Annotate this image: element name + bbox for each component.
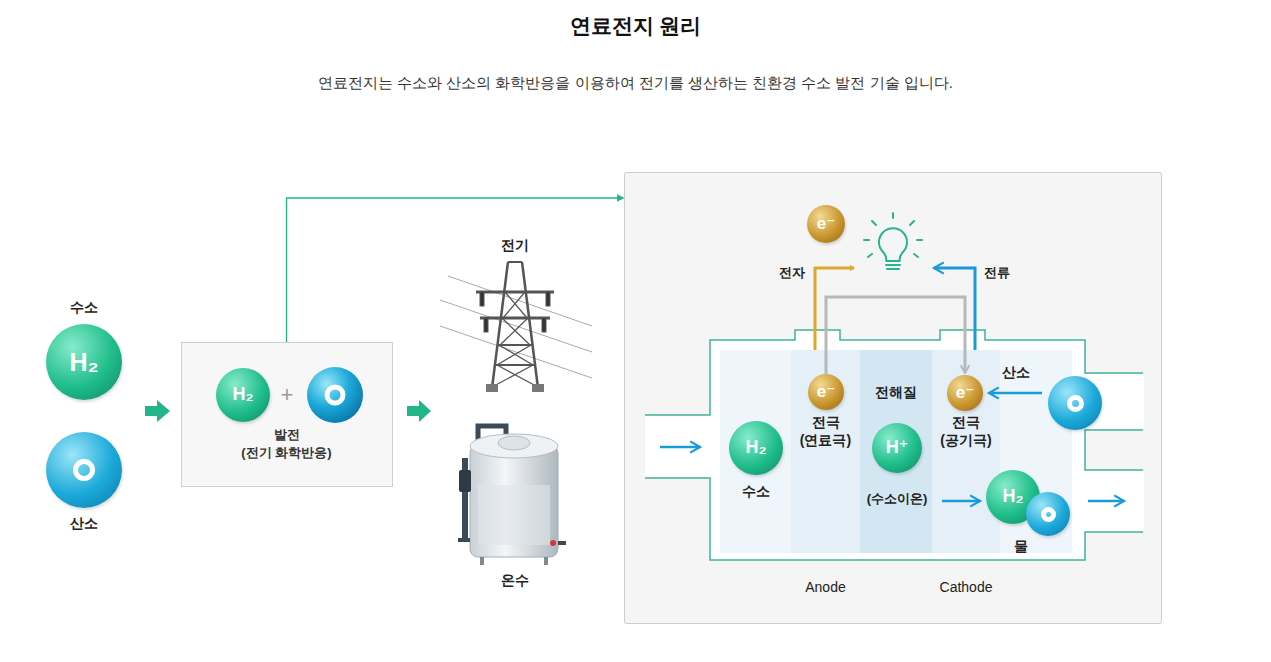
electron-ball: e⁻ <box>807 205 845 243</box>
node-label: Anode <box>781 578 870 596</box>
node-symbol: H₂ <box>46 324 122 400</box>
fuel-cell-panel: 전극(연료극)Anodee⁻전해질H⁺(수소이온)전극(공기극)Cathodee… <box>624 172 1161 624</box>
node-label: Cathode <box>922 578 1010 596</box>
node-label: 수소 <box>26 298 142 316</box>
node-label: 전극 <box>791 413 860 431</box>
node-label: 전극 <box>932 413 1000 431</box>
oxygen-ball <box>307 367 363 423</box>
water-outlet-arrow <box>1088 500 1124 503</box>
hot-water-tank <box>458 426 566 565</box>
hydrogen-ball: 수소H₂ <box>46 324 122 400</box>
node-label: 물 <box>1006 537 1036 555</box>
node-symbol: e⁻ <box>808 374 844 410</box>
oxygen-ring <box>1067 395 1084 412</box>
output-label: 온수 <box>501 572 529 590</box>
node-label: 수소 <box>716 482 796 500</box>
node-label: (수소이온) <box>856 491 938 508</box>
diagram-title: 연료전지 원리 <box>0 12 1271 40</box>
oxygen-ring <box>1041 507 1056 522</box>
plus-sign: + <box>281 382 294 408</box>
node-label: (공기극) <box>926 431 1006 449</box>
node-label: 산소 <box>994 363 1038 381</box>
light-bulb <box>864 213 922 269</box>
oxygen-ring <box>327 387 343 403</box>
node-label: 산소 <box>26 514 142 532</box>
output-label: 전기 <box>501 237 529 255</box>
flow-label: 전자 <box>779 264 805 282</box>
electrolyte-band: 전해질H⁺(수소이온) <box>860 350 932 553</box>
node-symbol: H₂ <box>216 368 270 422</box>
hydrogen-ball: H₂ <box>216 368 270 422</box>
hydrogen-inlet-arrow <box>660 446 700 449</box>
node-label: (연료극) <box>785 431 866 449</box>
node-symbol: e⁻ <box>947 375 983 411</box>
oxygen-ball: 산소 <box>46 432 122 508</box>
connector <box>826 297 965 374</box>
hydrogen-ball: H₂수소 <box>729 421 783 475</box>
node-label: (전기 화학반응) <box>181 445 392 462</box>
water-molecule: H₂물 <box>986 470 1040 524</box>
connector <box>989 392 1042 395</box>
oxygen-ball <box>1026 492 1070 536</box>
hydrogen-ion: H⁺ (수소이온) <box>856 423 938 513</box>
node-label: 전해질 <box>860 383 932 401</box>
electron-ball: e⁻ <box>808 374 844 410</box>
node-symbol: e⁻ <box>807 205 845 243</box>
cathode-band: 전극(공기극)Cathodee⁻ <box>932 350 1000 553</box>
current-flow <box>934 268 975 350</box>
flow-label: 전류 <box>984 264 1010 282</box>
electron-ball: e⁻ <box>947 375 983 411</box>
oxygen-ring <box>73 459 95 481</box>
node-symbol: H₂ <box>729 421 783 475</box>
flow-arrow <box>145 400 170 422</box>
power-tower <box>440 262 592 392</box>
oxygen-ball: 산소 <box>1048 376 1102 430</box>
connector <box>942 500 980 503</box>
node-label: 발전 <box>181 427 392 444</box>
electron-flow <box>815 268 854 350</box>
reaction-box-bg <box>182 343 393 487</box>
anode-band: 전극(연료극)Anodee⁻ <box>791 350 860 553</box>
diagram-caption: 연료전지는 수소와 산소의 화학반응을 이용하여 전기를 생산하는 친환경 수소… <box>0 74 1271 93</box>
reaction-box: 발전(전기 화학반응) H₂ <box>181 342 392 487</box>
cell-housing <box>645 330 1144 560</box>
panel-bg <box>625 173 1162 624</box>
flow-arrow <box>407 400 431 422</box>
node-symbol: H⁺ <box>872 423 922 473</box>
connector <box>287 198 624 342</box>
